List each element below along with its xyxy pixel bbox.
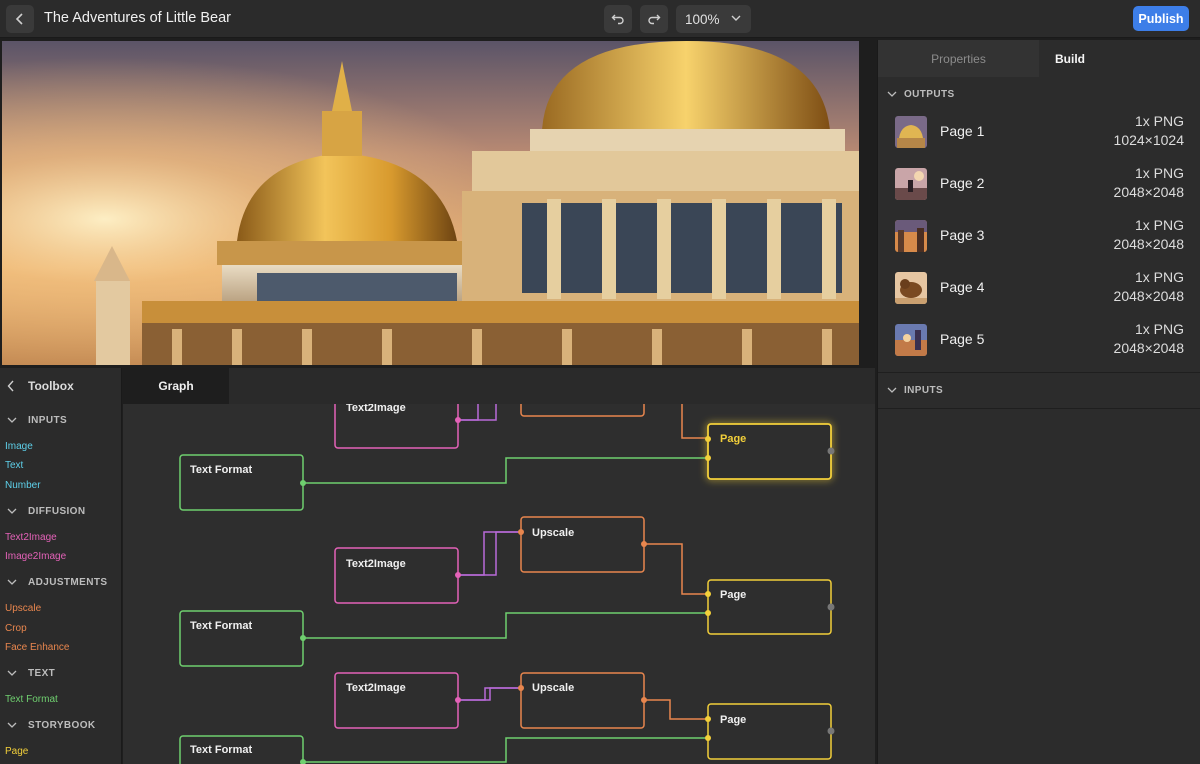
node-label-text2image: Text2Image	[346, 682, 406, 694]
tool-text[interactable]: Text	[5, 460, 24, 471]
chevron-down-icon	[731, 15, 741, 21]
project-title: The Adventures of Little Bear	[44, 10, 231, 26]
node-label-page: Page	[720, 589, 747, 601]
node-label-text-format: Text Format	[190, 620, 253, 632]
chevron-left-icon	[7, 380, 14, 392]
output-row[interactable]: Page 3 1x PNG 2048×2048	[878, 210, 1200, 262]
redo-button[interactable]	[640, 5, 668, 33]
tool-text2image[interactable]: Text2Image	[5, 532, 57, 543]
output-row[interactable]: Page 1 1x PNG 1024×1024	[878, 106, 1200, 158]
output-name: Page 4	[940, 279, 985, 295]
output-format: 1x PNG	[1134, 165, 1184, 181]
node-label-page: Page	[720, 714, 747, 726]
output-thumbnail	[895, 272, 927, 304]
node-graph-canvas[interactable]: Text2Image Page Text Format Upscale Text…	[123, 404, 875, 764]
output-format: 1x PNG	[1134, 113, 1184, 129]
back-button[interactable]	[6, 5, 34, 33]
toolbox-title: Toolbox	[28, 379, 74, 393]
right-panel: Properties Build OUTPUTS Page 1 1x PNG 1…	[877, 40, 1200, 764]
undo-button[interactable]	[604, 5, 632, 33]
tab-graph[interactable]: Graph	[123, 368, 229, 404]
output-size: 1024×1024	[1113, 132, 1184, 148]
chevron-down-icon	[7, 579, 17, 585]
tool-face-enhance[interactable]: Face Enhance	[5, 642, 70, 653]
chevron-down-icon	[7, 508, 17, 514]
tool-upscale[interactable]: Upscale	[5, 603, 42, 614]
right-panel-tabs: Properties Build	[878, 40, 1200, 77]
output-thumbnail	[895, 116, 927, 148]
output-size: 2048×2048	[1113, 236, 1184, 252]
tab-build[interactable]: Build	[1055, 51, 1085, 66]
output-name: Page 5	[940, 331, 985, 347]
toolbox-panel: Toolbox INPUTS Image Text Number DIFFUSI…	[0, 368, 122, 764]
chevron-down-icon	[7, 722, 17, 728]
node-label-text-format: Text Format	[190, 744, 253, 756]
text2image-node-2	[334, 547, 459, 604]
node-label-text-format: Text Format	[190, 464, 253, 476]
output-format: 1x PNG	[1134, 217, 1184, 233]
redo-icon	[648, 14, 661, 25]
undo-icon	[611, 14, 624, 25]
inputs-section-header[interactable]: INPUTS	[878, 373, 1200, 409]
tool-page[interactable]: Page	[5, 746, 29, 757]
chevron-down-icon	[7, 417, 17, 423]
publish-button[interactable]: Publish	[1133, 6, 1189, 31]
tool-text-format[interactable]: Text Format	[5, 694, 58, 705]
preview-image	[2, 41, 859, 365]
output-name: Page 1	[940, 123, 985, 139]
chevron-left-icon	[15, 13, 23, 25]
output-row[interactable]: Page 2 1x PNG 2048×2048	[878, 158, 1200, 210]
output-size: 2048×2048	[1113, 288, 1184, 304]
upscale-node	[520, 404, 645, 417]
tool-image2image[interactable]: Image2Image	[5, 551, 67, 562]
node-label-upscale: Upscale	[532, 527, 575, 539]
node-label-text2image: Text2Image	[346, 404, 406, 414]
output-row[interactable]: Page 4 1x PNG 2048×2048	[878, 262, 1200, 314]
output-thumbnail	[895, 168, 927, 200]
chevron-down-icon	[7, 670, 17, 676]
tool-image[interactable]: Image	[5, 441, 33, 452]
node-label-text2image: Text2Image	[346, 558, 406, 570]
node-label-page: Page	[720, 433, 747, 445]
output-format: 1x PNG	[1134, 321, 1184, 337]
upscale-node-2	[520, 516, 645, 573]
tool-crop[interactable]: Crop	[5, 623, 27, 634]
output-format: 1x PNG	[1134, 269, 1184, 285]
output-size: 2048×2048	[1113, 340, 1184, 356]
output-thumbnail	[895, 220, 927, 252]
page-node-3	[707, 703, 832, 760]
graph-tab-bar: Graph	[123, 368, 875, 404]
toolbox-header[interactable]: Toolbox	[0, 368, 122, 404]
divider	[878, 372, 1200, 373]
zoom-value: 100%	[685, 11, 720, 27]
tool-number[interactable]: Number	[5, 480, 41, 491]
top-bar: The Adventures of Little Bear 100% Publi…	[0, 0, 1200, 38]
output-row[interactable]: Page 5 1x PNG 2048×2048	[878, 314, 1200, 366]
output-size: 2048×2048	[1113, 184, 1184, 200]
chevron-down-icon	[887, 91, 897, 97]
chevron-right-icon	[887, 387, 897, 393]
divider	[878, 408, 1200, 409]
node-label-upscale: Upscale	[532, 682, 575, 694]
tab-properties[interactable]: Properties	[878, 40, 1039, 77]
output-name: Page 3	[940, 227, 985, 243]
outputs-section-header[interactable]: OUTPUTS	[878, 77, 1200, 113]
zoom-select[interactable]: 100%	[676, 5, 751, 33]
output-thumbnail	[895, 324, 927, 356]
output-name: Page 2	[940, 175, 985, 191]
